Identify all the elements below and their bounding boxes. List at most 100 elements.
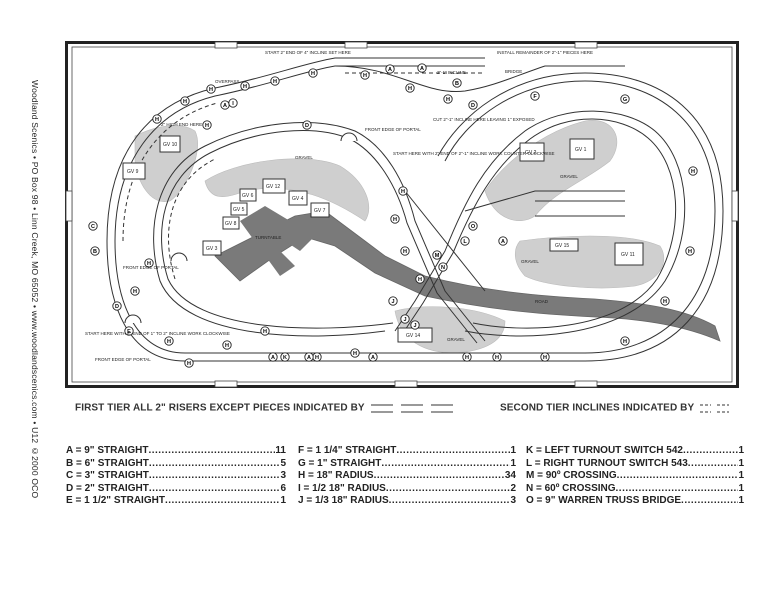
building-gv7: GV 7 — [310, 202, 330, 218]
track-piece-marker: J — [388, 296, 398, 306]
track-piece-marker: I — [228, 98, 238, 108]
track-piece-letter: H — [393, 217, 397, 223]
legend-dot-leader — [165, 495, 281, 508]
track-piece-letter: M — [435, 253, 440, 259]
track-piece-marker: H — [152, 114, 162, 124]
track-piece-marker: D — [468, 100, 478, 110]
legend-item-quantity: 3 — [280, 470, 286, 481]
legend-column-3: K = LEFT TURNOUT SWITCH 5421L = RIGHT TU… — [526, 445, 744, 508]
track-piece-letter: H — [663, 299, 667, 305]
legend-item-quantity: 1 — [280, 495, 286, 506]
legend-dot-leader — [681, 495, 738, 508]
legend-item: M = 90º CROSSING1 — [526, 470, 744, 483]
track-piece-marker: H — [222, 340, 232, 350]
legend-item: L = RIGHT TURNOUT SWITCH 5431 — [526, 458, 744, 471]
legend-dot-leader — [688, 458, 739, 471]
legend-item-label: L = RIGHT TURNOUT SWITCH 543 — [526, 457, 688, 469]
track-piece-letter: H — [155, 117, 159, 123]
note-incline-2-1: 2"-1" INCLINE — [437, 70, 466, 75]
legend-item: A = 9" STRAIGHT11 — [66, 445, 286, 458]
track-piece-marker: H — [415, 274, 425, 284]
legend-item-quantity: 6 — [280, 482, 286, 494]
svg-text:GV 6: GV 6 — [242, 193, 254, 199]
track-piece-letter: H — [263, 329, 267, 335]
legend-dot-leader — [149, 458, 281, 471]
track-piece-marker: H — [620, 336, 630, 346]
track-piece-marker: A — [304, 352, 314, 362]
legend-item: K = LEFT TURNOUT SWITCH 5421 — [526, 445, 744, 458]
track-piece-marker: H — [443, 94, 453, 104]
legend-dot-leader — [616, 483, 739, 496]
building-gv10: GV 10 — [159, 135, 181, 153]
track-piece-marker: O — [468, 221, 478, 231]
layout-notes: START 2" END OF 4" INCLINE SET HERE INST… — [85, 50, 593, 362]
legend-item: N = 60º CROSSING 1 — [526, 483, 744, 496]
track-piece-marker: J — [410, 320, 420, 330]
track-piece-marker: H — [660, 296, 670, 306]
building-gv6: GV 6 — [239, 188, 257, 202]
track-piece-marker: B — [90, 246, 100, 256]
track-piece-letter: H — [147, 261, 151, 267]
track-piece-letter: H — [495, 355, 499, 361]
legend-item-quantity: 1 — [738, 470, 744, 481]
legend-column-2: F = 1 1/4" STRAIGHT1G = 1" STRAIGHT1H = … — [298, 445, 516, 508]
track-piece-letter: H — [225, 343, 229, 349]
track-piece-letter: H — [465, 355, 469, 361]
legend-item: G = 1" STRAIGHT 1 — [298, 458, 516, 471]
legend-item: J = 1/3 18" RADIUS3 — [298, 495, 516, 508]
svg-text:GV 14: GV 14 — [406, 333, 420, 339]
legend-item-label: K = LEFT TURNOUT SWITCH 542 — [526, 445, 683, 456]
track-piece-marker: D — [112, 301, 122, 311]
note-cut-incline: CUT 2"-1" INCLINE HERE LEAVING 1" EXPOSE… — [433, 117, 535, 122]
track-piece-letter: H — [418, 277, 422, 283]
legend-item-label: G = 1" STRAIGHT — [298, 457, 382, 469]
track-piece-marker: H — [270, 76, 280, 86]
track-piece-marker: L — [460, 236, 470, 246]
track-piece-letter: I — [232, 101, 234, 107]
legend-item-label: B = 6" STRAIGHT — [66, 457, 149, 469]
svg-text:GV 10: GV 10 — [163, 142, 177, 148]
legend-item-quantity: 1 — [738, 482, 744, 494]
track-piece-letter: E — [127, 329, 131, 335]
legend-item: D = 2" STRAIGHT 6 — [66, 483, 286, 496]
legend-item: O = 9" WARREN TRUSS BRIDGE1 — [526, 495, 744, 508]
track-piece-marker: H — [312, 352, 322, 362]
legend-item: B = 6" STRAIGHT 5 — [66, 458, 286, 471]
track-piece-letter: H — [315, 355, 319, 361]
track-piece-letter: A — [307, 355, 311, 361]
legend-dot-leader — [683, 445, 738, 458]
track-piece-marker: J — [400, 314, 410, 324]
track-piece-letter: H — [243, 84, 247, 90]
svg-text:GV 1: GV 1 — [575, 147, 587, 153]
track-layout-diagram: GV 9 GV 10 GV 12 GV 6 GV 5 GV 8 GV 4 GV … — [65, 41, 739, 388]
svg-text:GV 8: GV 8 — [225, 221, 237, 227]
svg-text:GV 12: GV 12 — [266, 184, 280, 190]
legend-item-label: H = 18" RADIUS — [298, 470, 374, 481]
note-start-here-2: START HERE WITH 2" END OF 2"-1" INCLINE … — [393, 151, 555, 156]
track-piece-letter: H — [187, 361, 191, 367]
legend-dot-leader — [149, 470, 281, 483]
legend-item-label: O = 9" WARREN TRUSS BRIDGE — [526, 495, 682, 506]
legend-dot-leader — [148, 445, 275, 458]
track-piece-letter: A — [388, 67, 392, 73]
first-tier-note: FIRST TIER ALL 2" RISERS EXCEPT PIECES I… — [75, 402, 457, 414]
note-high-end: 2" HIGH END HERE — [161, 122, 202, 127]
legend-item-quantity: 5 — [280, 457, 286, 469]
track-piece-marker: H — [685, 246, 695, 256]
legend-item-quantity: 1 — [510, 457, 516, 469]
road — [214, 210, 721, 342]
track-piece-marker: C — [88, 221, 98, 231]
legend-dot-leader — [396, 445, 510, 458]
track-piece-marker: H — [492, 352, 502, 362]
label-road: ROAD — [535, 299, 549, 304]
legend-dot-leader — [381, 458, 510, 471]
legend-item-label: N = 60º CROSSING — [526, 482, 616, 494]
svg-text:GV 2: GV 2 — [525, 150, 537, 156]
track-piece-letter: G — [623, 97, 627, 103]
note-start-here-1: START HERE WITH 8" END OF 1" TO 2" INCLI… — [85, 331, 230, 336]
legend-item-label: D = 2" STRAIGHT — [66, 482, 149, 494]
track-piece-marker: H — [688, 166, 698, 176]
legend-item-quantity: 2 — [510, 482, 516, 494]
track-piece-letter: C — [91, 224, 95, 230]
track-piece-marker: H — [180, 96, 190, 106]
